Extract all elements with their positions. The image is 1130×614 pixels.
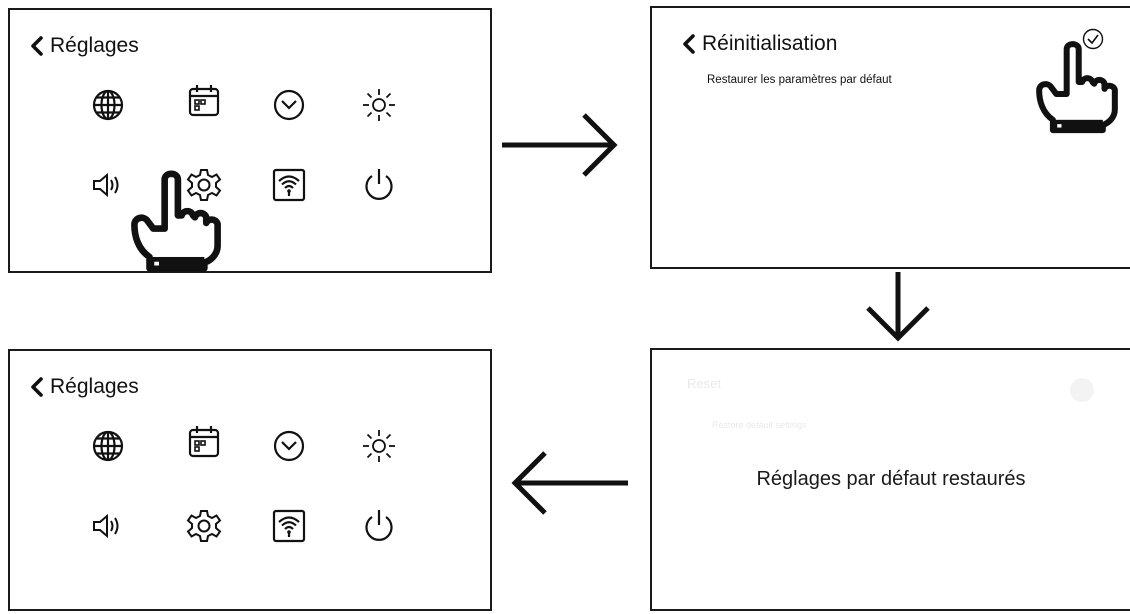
globe-icon[interactable] xyxy=(89,86,127,124)
reset-success-message: Réglages par défaut restaurés xyxy=(756,468,1026,490)
globe-icon[interactable] xyxy=(89,427,127,465)
flow-arrow-down-icon xyxy=(866,272,930,342)
back-chevron-icon[interactable] xyxy=(30,377,44,397)
settings-screen-after: Réglages xyxy=(8,349,492,611)
pointing-hand-icon xyxy=(128,170,224,274)
back-chevron-icon[interactable] xyxy=(30,36,44,56)
screen-header: Réglages xyxy=(30,375,139,399)
back-chevron-icon[interactable] xyxy=(682,34,696,54)
flow-arrow-left-icon xyxy=(511,451,628,515)
calendar-icon[interactable] xyxy=(185,423,223,461)
settings-screen-before: Réglages xyxy=(8,8,492,273)
faded-subtitle: Restore default settings xyxy=(712,420,807,430)
reset-confirmation-screen: Reset Restore default settings Réglages … xyxy=(650,348,1130,611)
wifi-icon[interactable] xyxy=(270,166,308,204)
speaker-icon[interactable] xyxy=(89,166,127,204)
wifi-icon[interactable] xyxy=(270,507,308,545)
screen-title: Réinitialisation xyxy=(702,32,838,55)
settings-icon-grid xyxy=(85,419,425,559)
flow-arrow-right-icon xyxy=(502,113,618,177)
calendar-icon[interactable] xyxy=(185,82,223,120)
reset-screen: Réinitialisation Restaurer les paramètre… xyxy=(650,6,1130,269)
brightness-icon[interactable] xyxy=(360,427,398,465)
speaker-icon[interactable] xyxy=(89,507,127,545)
screen-title: Réglages xyxy=(50,375,139,398)
clock-icon[interactable] xyxy=(270,86,308,124)
reset-subtitle: Restaurer les paramètres par défaut xyxy=(707,74,892,86)
power-icon[interactable] xyxy=(360,166,398,204)
gear-icon[interactable] xyxy=(185,507,223,545)
power-icon[interactable] xyxy=(360,507,398,545)
screen-title: Réglages xyxy=(50,34,139,57)
brightness-icon[interactable] xyxy=(360,86,398,124)
pointing-hand-icon xyxy=(1034,38,1120,138)
faded-title: Reset xyxy=(687,376,721,391)
clock-icon[interactable] xyxy=(270,427,308,465)
screen-header: Réinitialisation xyxy=(682,32,837,56)
faded-confirm-icon xyxy=(1070,378,1094,402)
confirm-check-icon[interactable] xyxy=(1082,28,1104,50)
screen-header: Réglages xyxy=(30,34,139,58)
